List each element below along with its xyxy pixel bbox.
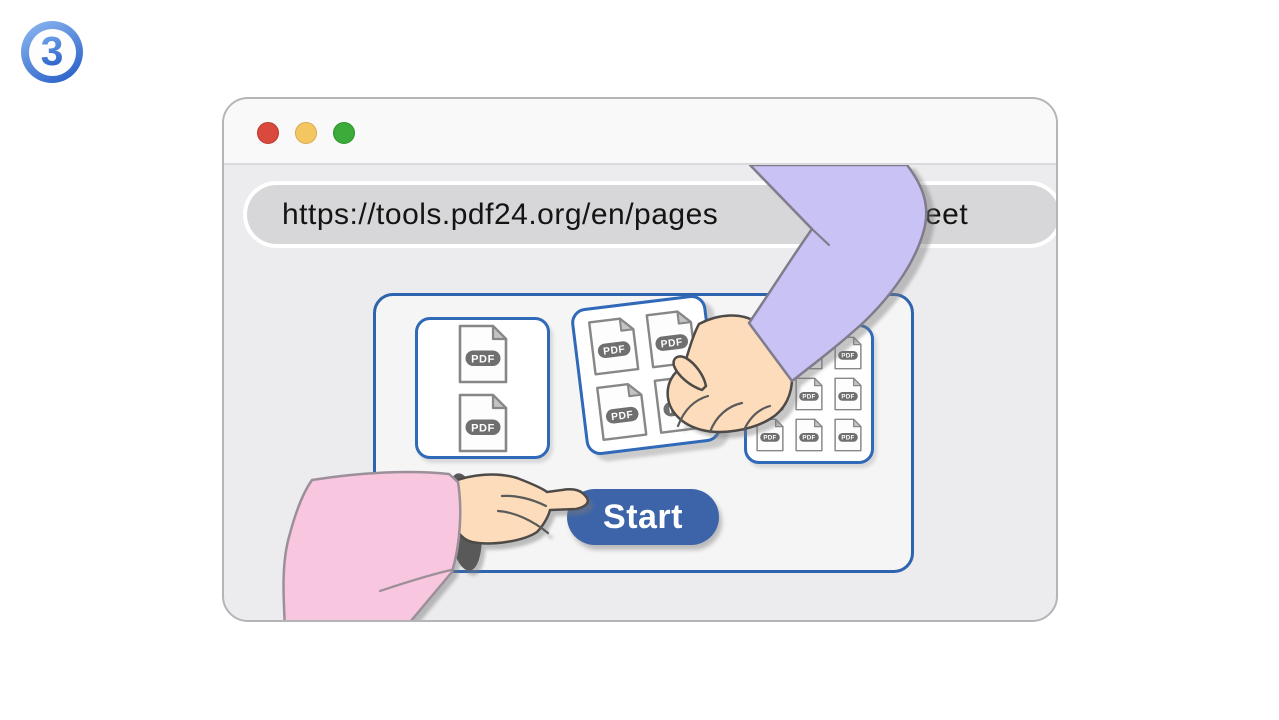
- start-button[interactable]: Start: [567, 489, 719, 545]
- address-bar[interactable]: https://tools.pdf24.org/en/pages eet: [247, 185, 1056, 244]
- pdf-card-two-pages: [415, 317, 550, 459]
- pdf-file-icon: [458, 324, 508, 384]
- pdf-file-icon: [795, 377, 823, 411]
- address-bar-text-tail: eet: [925, 198, 969, 231]
- step-number-badge: 3: [21, 21, 83, 83]
- pdf-card-four-pages: [569, 293, 723, 457]
- pdf-file-icon: [795, 418, 823, 452]
- pdf-file-icon: [595, 381, 648, 442]
- pdf-file-icon: [756, 336, 784, 370]
- minimize-window-button[interactable]: [295, 122, 317, 144]
- pdf-file-icon: [586, 315, 639, 376]
- step-number-circle: 3: [28, 27, 76, 76]
- pink-sleeve-crease: [378, 568, 453, 593]
- pdf-file-icon: [834, 418, 862, 452]
- pdf-card-nine-pages: [744, 324, 874, 464]
- address-bar-text: https://tools.pdf24.org/en/pages: [282, 198, 719, 231]
- pdf-file-icon: [795, 336, 823, 370]
- step-number-text: 3: [40, 27, 64, 74]
- fullscreen-window-button[interactable]: [333, 122, 355, 144]
- browser-window: https://tools.pdf24.org/en/pages eet: [222, 97, 1058, 622]
- browser-title-bar: [224, 99, 1056, 165]
- pdf-file-icon: [834, 377, 862, 411]
- pdf-file-icon: [652, 374, 705, 435]
- pdf-file-icon: [834, 336, 862, 370]
- pdf-file-icon: [756, 377, 784, 411]
- close-window-button[interactable]: [257, 122, 279, 144]
- pdf-file-icon: [756, 418, 784, 452]
- pdf-file-icon: [644, 308, 697, 369]
- pdf-file-icon: [458, 393, 508, 453]
